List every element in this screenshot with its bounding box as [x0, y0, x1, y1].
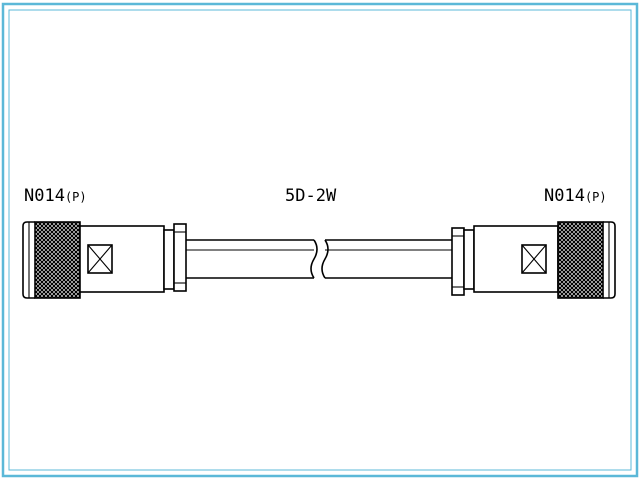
- left-clamp-ring: [163, 229, 175, 290]
- right-knurled-nut: [557, 221, 604, 299]
- left-connector-label: N014(P): [24, 186, 87, 206]
- right-connector-label: N014(P): [544, 186, 607, 206]
- cable: [186, 239, 452, 279]
- right-clamp-ring: [463, 229, 475, 290]
- cable-break-right: [321, 239, 329, 279]
- right-connector: [451, 221, 616, 299]
- left-knurled-nut: [34, 221, 81, 299]
- right-ferrule: [451, 227, 465, 296]
- left-connector: [22, 221, 187, 299]
- frame-inner-border: [8, 9, 632, 471]
- cable-label: 5D-2W: [285, 186, 337, 206]
- cable-break-left: [310, 239, 318, 279]
- left-ferrule: [173, 223, 187, 292]
